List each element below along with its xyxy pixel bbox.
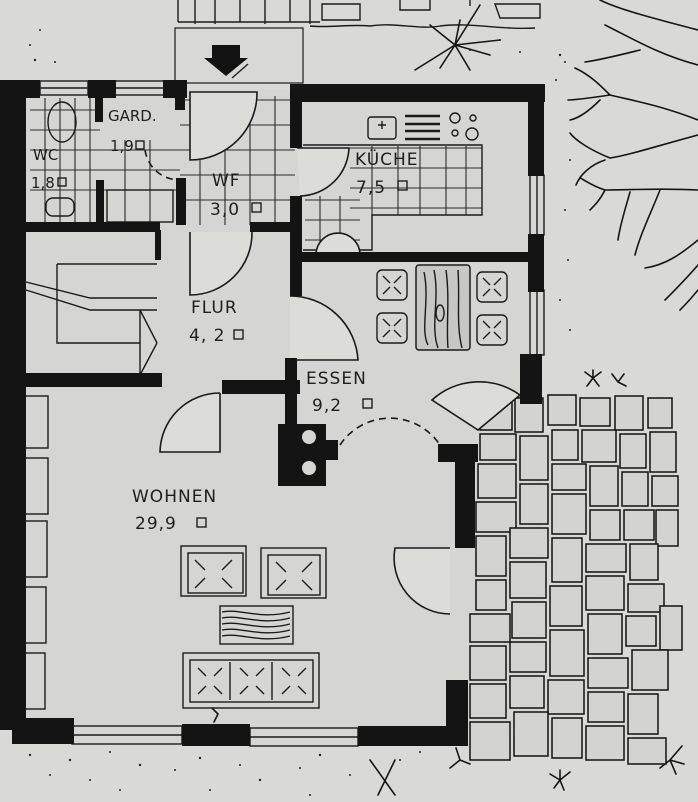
flower-sketches <box>449 369 685 791</box>
unit-square-icon <box>397 180 408 191</box>
room-area: 29,9 <box>135 514 177 534</box>
room-name: KÜCHE <box>355 148 419 170</box>
windows <box>39 80 545 747</box>
room-label-kueche: KÜCHE 7,5 <box>355 148 419 198</box>
top-stone-wall-sketch <box>177 0 541 30</box>
room-name: FLUR <box>191 298 238 318</box>
living-terrace-door <box>393 547 451 615</box>
wohnen-door <box>159 392 221 453</box>
kitchen-door <box>297 147 350 197</box>
room-area: 3,0 <box>210 200 240 220</box>
ground-dots-bottom <box>28 751 421 796</box>
room-area: 9,2 <box>312 396 342 416</box>
kitchen-counter <box>303 112 483 251</box>
entrance-porch <box>174 27 304 84</box>
room-name: WOHNEN <box>132 487 217 507</box>
staircase <box>25 263 158 376</box>
room-label-wohnen: WOHNEN 29,9 <box>132 487 217 534</box>
dining-table <box>376 264 508 351</box>
x-mark-small <box>211 707 219 723</box>
entrance-door <box>189 91 258 161</box>
chimney-flues <box>302 430 316 475</box>
plant-sketch-top <box>414 4 501 71</box>
room-label-wc: WC 1,8 <box>31 146 67 192</box>
wf-door <box>189 231 253 296</box>
unit-square-icon <box>233 329 244 340</box>
arch-opening <box>339 417 441 446</box>
room-area: 1,9 <box>110 137 134 155</box>
room-label-essen: ESSEN 9,2 <box>306 369 373 416</box>
unit-square-icon <box>135 140 145 150</box>
terrace-door <box>430 381 522 431</box>
gard-opening <box>144 149 179 181</box>
bathroom-tiles <box>30 96 482 250</box>
room-area: 7,5 <box>356 178 386 198</box>
room-area: 4, 2 <box>189 326 225 346</box>
room-name: WC <box>33 146 58 164</box>
tree-sketch <box>567 0 698 311</box>
room-label-wf: WF 3,0 <box>210 171 262 220</box>
stone-terrace <box>469 394 683 765</box>
unit-square-icon <box>57 177 67 187</box>
room-area: 1,8 <box>31 174 55 192</box>
toilet-icon <box>47 101 77 143</box>
walls <box>0 80 545 746</box>
down-arrow-icon <box>204 45 248 76</box>
room-label-gard: GARD. 1,9 <box>108 107 157 155</box>
room-name: WF <box>212 171 241 191</box>
flur-essen-door <box>289 295 359 361</box>
unit-square-icon <box>362 398 373 409</box>
unit-square-icon <box>251 202 262 213</box>
ground-texture-dots <box>29 29 571 331</box>
room-name: GARD. <box>108 107 157 125</box>
doors <box>144 91 522 615</box>
room-label-flur: FLUR 4, 2 <box>189 298 244 346</box>
room-name: ESSEN <box>306 369 367 389</box>
x-mark <box>369 759 396 796</box>
sink-icon <box>45 197 75 217</box>
unit-square-icon <box>196 517 207 528</box>
living-room-furniture <box>180 545 327 709</box>
kitchen-lower-door <box>315 232 361 256</box>
